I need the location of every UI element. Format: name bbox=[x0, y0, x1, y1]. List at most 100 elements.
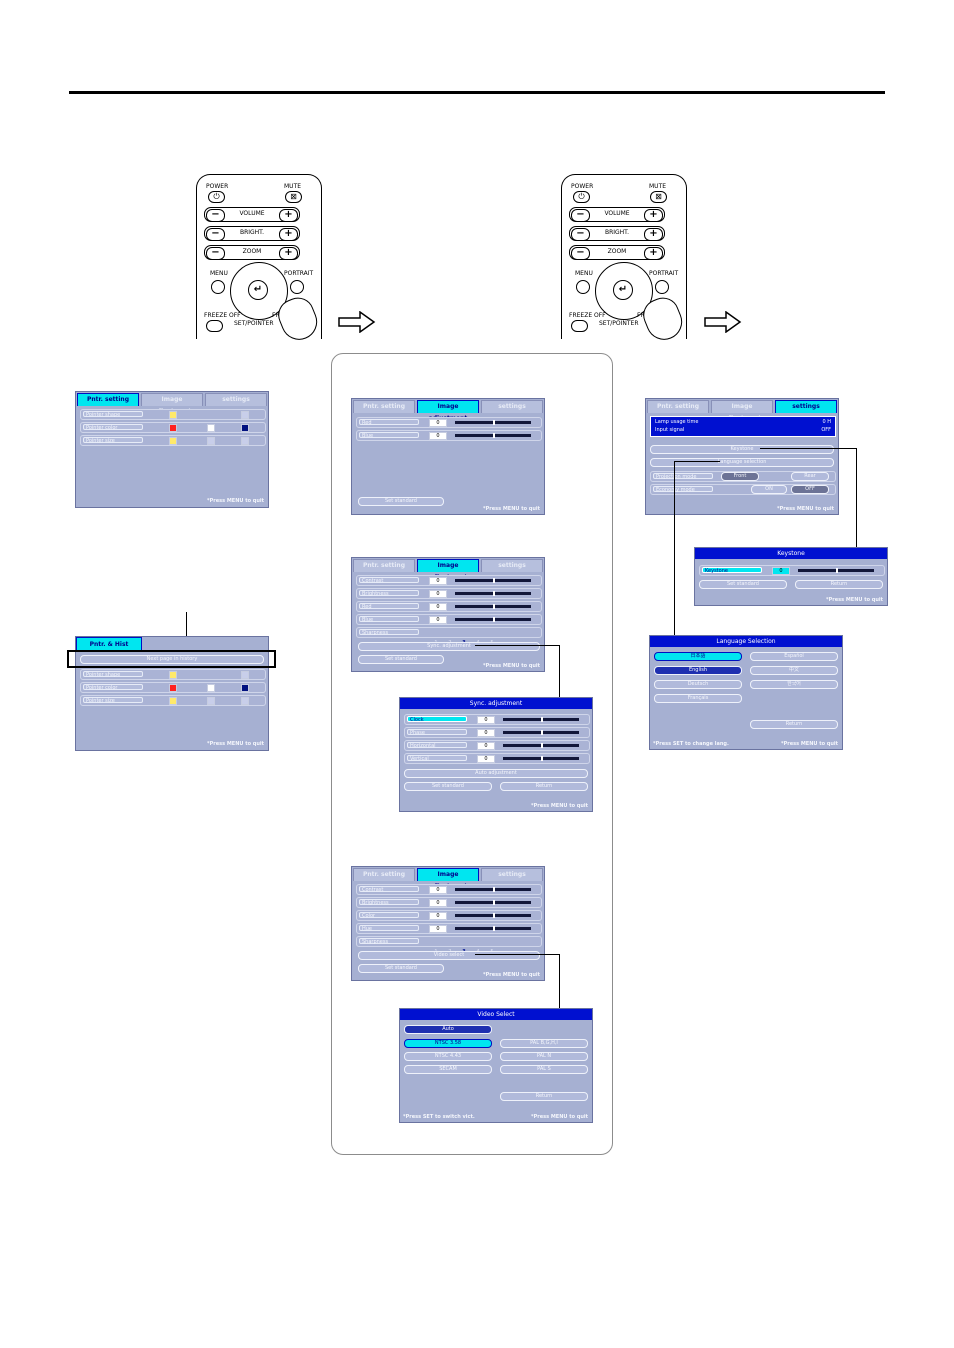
brightness-slider[interactable] bbox=[455, 900, 531, 905]
set-standard-button[interactable]: Set standard bbox=[358, 497, 444, 506]
blue-row[interactable]: Blue 0 bbox=[356, 614, 542, 625]
clock-row[interactable]: Clock 0 bbox=[404, 714, 590, 725]
contrast-row[interactable]: Contrast 0 bbox=[356, 884, 542, 895]
contrast-slider[interactable] bbox=[455, 887, 531, 892]
freeze-off-button[interactable] bbox=[571, 320, 588, 332]
lang-espanol-button[interactable]: Español bbox=[750, 652, 838, 661]
volume-plus-button[interactable]: + bbox=[644, 209, 663, 222]
arrow-pad[interactable] bbox=[595, 262, 653, 320]
video-select-button[interactable]: Video select bbox=[358, 951, 540, 960]
blue-slider[interactable] bbox=[455, 617, 531, 622]
video-pal-n-button[interactable]: PAL N bbox=[500, 1052, 588, 1061]
volume-minus-button[interactable]: − bbox=[571, 209, 590, 222]
red-slider[interactable] bbox=[455, 604, 531, 609]
lang-korean-button[interactable]: 한국어 bbox=[750, 680, 838, 689]
auto-adjustment-button[interactable]: Auto adjustment bbox=[404, 769, 588, 778]
tab-settings[interactable]: settings bbox=[775, 400, 837, 413]
tab-pntr-setting[interactable]: Pntr. setting bbox=[353, 868, 415, 881]
keystone-button[interactable]: Keystone bbox=[650, 445, 834, 454]
projection-mode-row[interactable]: Projection mode Front Rear bbox=[650, 471, 836, 482]
video-secam-button[interactable]: SECAM bbox=[404, 1065, 492, 1074]
contrast-slider[interactable] bbox=[455, 578, 531, 583]
enter-button[interactable]: ↵ bbox=[248, 280, 268, 300]
tab-image-adjustment[interactable]: Image adjustment bbox=[711, 400, 773, 422]
arrow-pad[interactable] bbox=[230, 262, 288, 320]
economy-mode-row[interactable]: Economy mode ON OFF bbox=[650, 484, 836, 495]
tab-pntr-setting[interactable]: Pntr. setting bbox=[353, 559, 415, 572]
tab-pntr-setting[interactable]: Pntr. setting bbox=[353, 400, 415, 413]
return-button[interactable]: Return bbox=[500, 782, 588, 791]
set-standard-button[interactable]: Set standard bbox=[358, 655, 444, 664]
language-selection-button[interactable]: Language selection bbox=[650, 458, 834, 467]
menu-button[interactable] bbox=[211, 280, 225, 294]
pointer-size-row[interactable]: Pointer size bbox=[80, 435, 266, 446]
video-pal-bghi-button[interactable]: PAL B,G,H,I bbox=[500, 1039, 588, 1048]
pointer-size-row[interactable]: Pointer size bbox=[80, 695, 266, 706]
mute-button[interactable]: ⊠ bbox=[650, 191, 667, 203]
set-standard-button[interactable]: Set standard bbox=[358, 964, 444, 973]
projection-front-option[interactable]: Front bbox=[721, 472, 759, 481]
video-pal-s-button[interactable]: PAL S bbox=[500, 1065, 588, 1074]
economy-on-option[interactable]: ON bbox=[751, 485, 787, 494]
phase-row[interactable]: Phase 0 bbox=[404, 727, 590, 738]
pointer-shape-row[interactable]: Pointer shape bbox=[80, 409, 266, 420]
tab-image-adjustment[interactable]: Image adjustment bbox=[417, 400, 479, 422]
pointer-color-row[interactable]: Pointer color bbox=[80, 422, 266, 433]
tab-settings[interactable]: settings bbox=[481, 400, 543, 413]
tab-pntr-setting[interactable]: Pntr. setting bbox=[647, 400, 709, 413]
menu-button[interactable] bbox=[576, 280, 590, 294]
lang-japanese-button[interactable]: 日本語 bbox=[654, 652, 742, 661]
hue-row[interactable]: Hue 0 bbox=[356, 923, 542, 934]
set-standard-button[interactable]: Set standard bbox=[699, 580, 787, 589]
zoom-minus-button[interactable]: − bbox=[571, 247, 590, 260]
bright-minus-button[interactable]: − bbox=[571, 228, 590, 241]
video-ntsc358-button[interactable]: NTSC 3.58 bbox=[404, 1039, 492, 1048]
lang-deutsch-button[interactable]: Deutsch bbox=[654, 680, 742, 689]
vertical-row[interactable]: Vertical 0 bbox=[404, 753, 590, 764]
video-auto-button[interactable]: Auto bbox=[404, 1025, 492, 1034]
bright-plus-button[interactable]: + bbox=[644, 228, 663, 241]
mute-button[interactable]: ⊠ bbox=[285, 191, 302, 203]
zoom-plus-button[interactable]: + bbox=[279, 247, 298, 260]
bright-plus-button[interactable]: + bbox=[279, 228, 298, 241]
keystone-row[interactable]: Keystone 0 bbox=[699, 565, 885, 576]
portrait-button[interactable] bbox=[655, 280, 669, 294]
set-standard-button[interactable]: Set standard bbox=[404, 782, 492, 791]
keystone-slider[interactable] bbox=[798, 568, 874, 573]
power-button[interactable]: ⏻ bbox=[208, 191, 225, 203]
power-button[interactable]: ⏻ bbox=[573, 191, 590, 203]
phase-slider[interactable] bbox=[503, 730, 579, 735]
tab-settings[interactable]: settings bbox=[481, 868, 543, 881]
brightness-slider[interactable] bbox=[455, 591, 531, 596]
red-row[interactable]: Red 0 bbox=[356, 417, 542, 428]
color-row[interactable]: Color 0 bbox=[356, 910, 542, 921]
color-slider[interactable] bbox=[455, 913, 531, 918]
tab-settings[interactable]: settings bbox=[481, 559, 543, 572]
tab-settings[interactable]: settings bbox=[205, 393, 267, 406]
sharpness-row[interactable]: Sharpness 12345 bbox=[356, 936, 542, 955]
contrast-row[interactable]: Contrast 0 bbox=[356, 575, 542, 586]
brightness-row[interactable]: Brightness 0 bbox=[356, 588, 542, 599]
projection-rear-option[interactable]: Rear bbox=[791, 472, 829, 481]
vertical-slider[interactable] bbox=[503, 756, 579, 761]
horizontal-row[interactable]: Horizontal 0 bbox=[404, 740, 590, 751]
return-button[interactable]: Return bbox=[500, 1092, 588, 1101]
horizontal-slider[interactable] bbox=[503, 743, 579, 748]
volume-plus-button[interactable]: + bbox=[279, 209, 298, 222]
sync-adjustment-button[interactable]: Sync. adjustment bbox=[358, 642, 540, 651]
tab-image-adjustment[interactable]: Image adjustment bbox=[417, 559, 479, 581]
lang-francais-button[interactable]: Français bbox=[654, 694, 742, 703]
return-button[interactable]: Return bbox=[795, 580, 883, 589]
clock-slider[interactable] bbox=[503, 717, 579, 722]
brightness-row[interactable]: Brightness 0 bbox=[356, 897, 542, 908]
pointer-color-row[interactable]: Pointer color bbox=[80, 682, 266, 693]
volume-minus-button[interactable]: − bbox=[206, 209, 225, 222]
freeze-off-button[interactable] bbox=[206, 320, 223, 332]
next-page-history-button[interactable]: Next page in history bbox=[80, 655, 264, 664]
portrait-button[interactable] bbox=[290, 280, 304, 294]
hue-slider[interactable] bbox=[455, 926, 531, 931]
zoom-minus-button[interactable]: − bbox=[206, 247, 225, 260]
lang-english-button[interactable]: English bbox=[654, 666, 742, 675]
tab-image-adjustment[interactable]: Image adjustment bbox=[417, 868, 479, 890]
blue-row[interactable]: Blue 0 bbox=[356, 430, 542, 441]
